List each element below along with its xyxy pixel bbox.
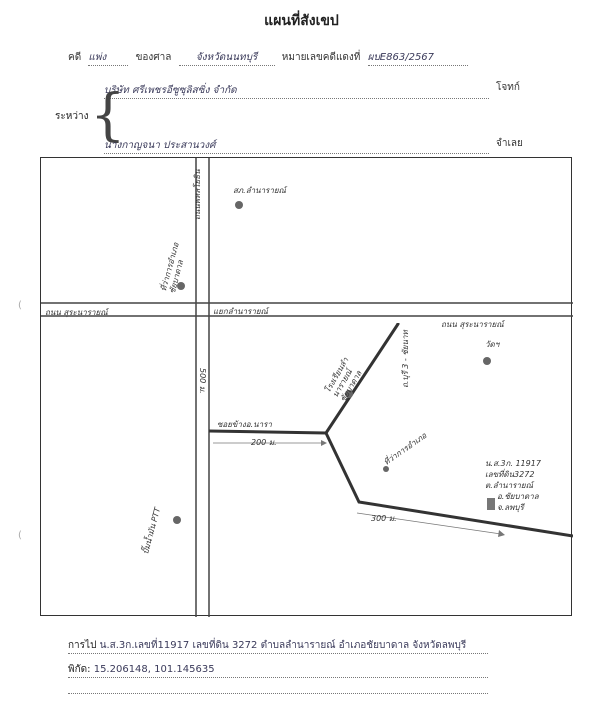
district-office-dot xyxy=(177,282,185,290)
junction-label: แยกลำนารายณ์ xyxy=(213,307,268,316)
directions-text: น.ส.3ก.เลขที่11917 เลขที่ดิน 3272 ตำบลลำ… xyxy=(99,640,467,651)
route-soi xyxy=(208,429,327,435)
brace-icon: { xyxy=(90,83,126,148)
red-no-field: ผบE863/2567 xyxy=(367,50,468,66)
police-station-label: สภ.ลำนารายณ์ xyxy=(233,186,286,195)
coords-label: พิกัด: xyxy=(68,664,91,675)
distance-300-label: 300 ม. xyxy=(371,514,397,523)
house-info-line: น.ส.3ก. 11917 xyxy=(485,459,541,468)
court-name-field: จังหวัดนนทบุรี xyxy=(178,50,275,66)
blank-dotted-line xyxy=(68,692,488,694)
sketch-map: ถนนพหลโยธิน สภ.ลำนารายณ์ ที่ว่าการอำเภอช… xyxy=(40,157,573,617)
gas-station-dot xyxy=(173,516,181,524)
plaintiff-field: บริษัท ศรีเพชรอีซูซุลิสซิ่ง จำกัด xyxy=(104,83,489,99)
directions-line: การไป น.ส.3ก.เลขที่11917 เลขที่ดิน 3272 … xyxy=(68,638,488,654)
coords-text: 15.206148, 101.145635 xyxy=(93,664,215,675)
page-title: แผนที่สังเขป xyxy=(264,13,339,29)
distance-200-label: 200 ม. xyxy=(251,438,277,447)
between-label: ระหว่าง xyxy=(55,111,89,122)
directions-label: การไป xyxy=(68,640,97,651)
house-info-line: อ.ชัยบาดาล xyxy=(497,492,539,501)
soi-label: ซอยข้างอ.นารา xyxy=(217,420,272,429)
margin-mark-icon: ( xyxy=(18,530,22,541)
arrow-head-icon xyxy=(498,530,505,537)
house-info-line: ต.ลำนารายณ์ xyxy=(485,481,533,490)
temple-label: วัดฯ xyxy=(485,340,500,349)
distance-vertical-label: 500 ม. xyxy=(198,368,207,394)
house-info-block: น.ส.3ก. 11917 เลขที่ดิน3272 ต.ลำนารายณ์ … xyxy=(485,458,541,513)
horizontal-road-left-label: ถนน สุระนารายณ์ xyxy=(45,308,108,317)
defendant-field: นางกาญจนา ประสานวงศ์ xyxy=(104,138,489,154)
house-info-line: เลขที่ดิน3272 xyxy=(485,470,535,479)
map-drawing xyxy=(41,158,573,617)
plaintiff-role: โจทก์ xyxy=(496,82,520,93)
red-no-label: หมายเลขคดีแดงที่ xyxy=(281,52,361,63)
horizontal-road-right-label: ถนน สุระนารายณ์ xyxy=(441,320,504,329)
distance-arrow-2 xyxy=(356,512,502,535)
school-dot xyxy=(345,390,353,398)
vertical-road-label: ถนนพหลโยธิน xyxy=(193,169,202,220)
margin-mark-icon: ( xyxy=(18,300,22,311)
arrow-head-icon xyxy=(321,440,327,446)
defendant-role: จำเลย xyxy=(496,138,523,149)
route-to-house xyxy=(324,432,573,538)
case-type-field: แพ่ง xyxy=(88,50,129,66)
town-office-dot xyxy=(383,466,389,472)
house-info-line: จ.ลพบุรี xyxy=(497,503,524,512)
case-label: คดี xyxy=(68,52,82,63)
house-marker xyxy=(487,498,495,510)
court-label: ของศาล xyxy=(135,52,172,63)
coords-line: พิกัด: 15.206148, 101.145635 xyxy=(68,662,488,678)
case-line: คดี แพ่ง ของศาล จังหวัดนนทบุรี หมายเลขคด… xyxy=(68,50,472,66)
diagonal-road-label: ถ.บุรี 3 - ชัยนาท xyxy=(401,330,410,388)
temple-dot xyxy=(483,357,491,365)
police-station-dot xyxy=(235,201,243,209)
